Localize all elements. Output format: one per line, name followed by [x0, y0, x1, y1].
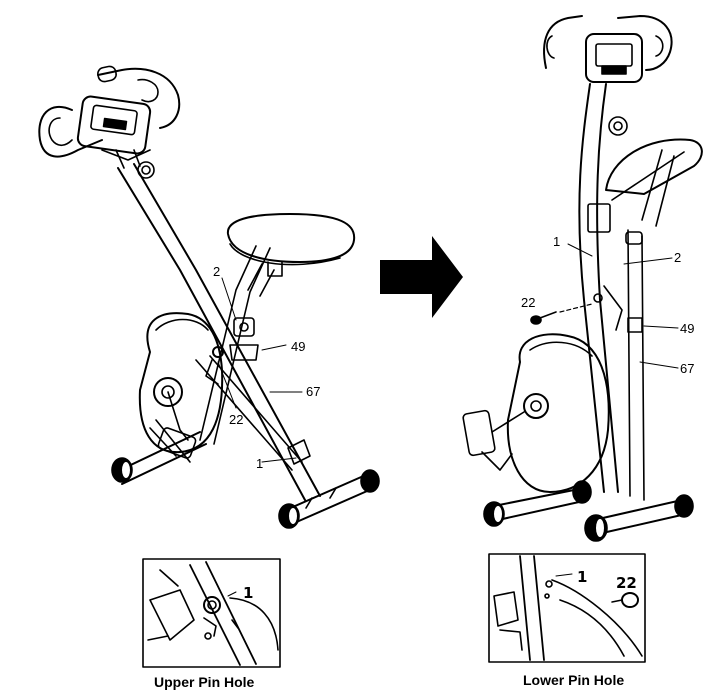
inset-upper-pin-hole: [142, 558, 281, 668]
callout-1-left: 1: [256, 456, 263, 471]
callout-67-left: 67: [306, 384, 320, 399]
bike-unfolded: [38, 65, 380, 529]
inset-left-label-1: 1: [243, 584, 253, 602]
callout-2-left: 2: [213, 264, 220, 279]
callout-22-left: 22: [229, 412, 243, 427]
inset-right-label-22: 22: [616, 574, 637, 592]
callout-67-right: 67: [680, 361, 694, 376]
caption-lower-pin-hole: Lower Pin Hole: [523, 672, 625, 688]
callout-1-right: 1: [553, 234, 560, 249]
bike-folded: [462, 15, 703, 542]
callout-49-right: 49: [680, 321, 694, 336]
caption-upper-pin-hole: Upper Pin Hole: [154, 674, 255, 690]
right-arrow-icon: [380, 236, 463, 318]
callout-49-left: 49: [291, 339, 305, 354]
inset-right-label-1: 1: [577, 568, 587, 586]
callout-22-right: 22: [521, 295, 535, 310]
inset-lower-pin-hole: [488, 553, 646, 663]
callout-2-right: 2: [674, 250, 681, 265]
